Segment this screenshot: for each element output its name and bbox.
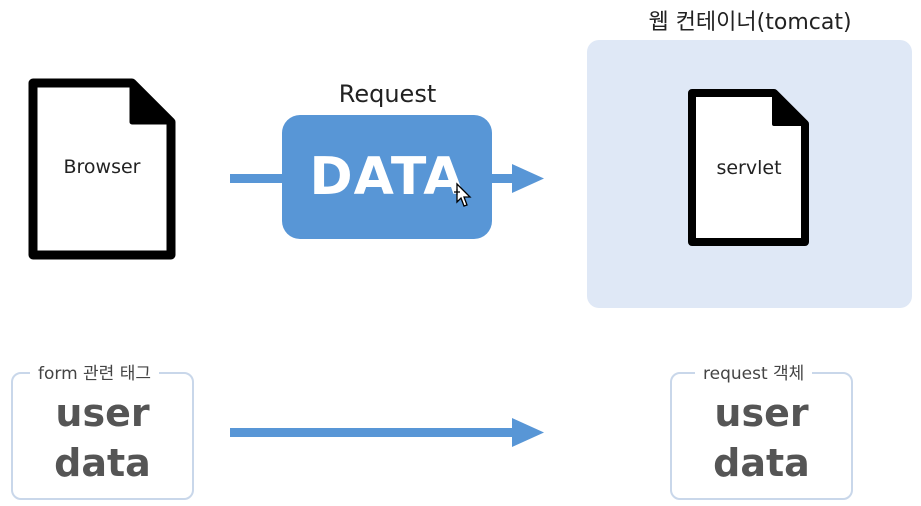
request-data-box: DATA bbox=[282, 115, 492, 239]
servlet-label: servlet bbox=[716, 157, 782, 179]
web-container-title: 웹 컨테이너(tomcat) bbox=[648, 10, 852, 35]
form-user-text: user bbox=[55, 391, 150, 435]
form-data-text: data bbox=[54, 441, 151, 485]
arrow-right-icon bbox=[512, 418, 544, 447]
data-flow-arrow bbox=[230, 418, 544, 447]
request-data-label: DATA bbox=[309, 147, 465, 207]
arrow-right-icon bbox=[512, 164, 544, 193]
cursor-move-icon bbox=[454, 182, 472, 207]
document-icon bbox=[688, 89, 809, 246]
request-data-text: data bbox=[713, 441, 810, 485]
form-tag-label: form 관련 태그 bbox=[30, 359, 160, 384]
request-user-text: user bbox=[714, 391, 809, 435]
request-title: Request bbox=[338, 80, 437, 108]
request-object-label: request 객체 bbox=[695, 359, 813, 384]
browser-label: Browser bbox=[63, 156, 141, 178]
data-flow-arrow-shaft bbox=[230, 428, 515, 437]
document-icon bbox=[28, 78, 176, 260]
